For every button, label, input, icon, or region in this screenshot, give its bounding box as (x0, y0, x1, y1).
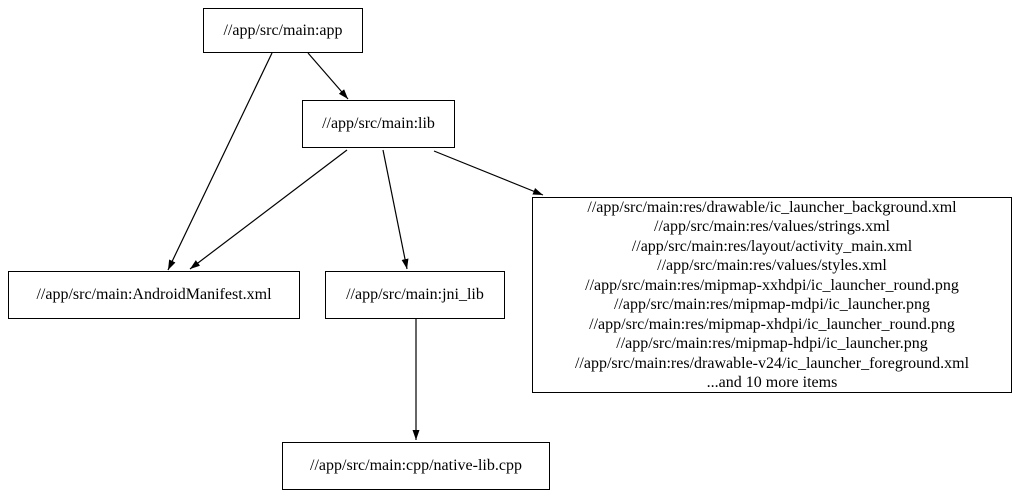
res-line: //app/src/main:res/mipmap-mdpi/ic_launch… (614, 296, 930, 313)
edge-lib-to-jni_lib (382, 149, 409, 270)
node-lib-label: //app/src/main:lib (322, 115, 435, 133)
node-android-manifest-label: //app/src/main:AndroidManifest.xml (36, 286, 272, 304)
edge-lib-to-manifest (189, 149, 348, 270)
edge-lib-to-res (433, 150, 544, 196)
res-line: //app/src/main:res/mipmap-hdpi/ic_launch… (616, 335, 928, 352)
res-line: //app/src/main:res/drawable/ic_launcher_… (587, 198, 957, 216)
res-line: //app/src/main:res/values/strings.xml (654, 218, 890, 235)
node-native-lib-cpp: //app/src/main:cpp/native-lib.cpp (282, 442, 550, 490)
node-jni-lib: //app/src/main:jni_lib (325, 271, 505, 319)
node-native-lib-cpp-label: //app/src/main:cpp/native-lib.cpp (310, 457, 522, 475)
res-line: ...and 10 more items (706, 374, 838, 391)
node-app-label: //app/src/main:app (223, 21, 343, 39)
node-res-group: //app/src/main:res/drawable/ic_launcher_… (532, 197, 1012, 393)
res-line: //app/src/main:res/layout/activity_main.… (631, 237, 913, 255)
res-line: //app/src/main:res/mipmap-xhdpi/ic_launc… (589, 315, 955, 333)
node-res-group-lines: //app/src/main:res/drawable/ic_launcher_… (575, 198, 969, 393)
node-android-manifest: //app/src/main:AndroidManifest.xml (8, 271, 300, 319)
res-line: //app/src/main:res/values/styles.xml (657, 257, 887, 274)
node-jni-lib-label: //app/src/main:jni_lib (346, 286, 484, 304)
node-app: //app/src/main:app (203, 8, 363, 53)
res-line: //app/src/main:res/mipmap-xxhdpi/ic_laun… (585, 276, 959, 294)
edge-app-to-manifest (167, 52, 273, 271)
edge-app-to-lib (307, 52, 349, 100)
res-line: //app/src/main:res/drawable-v24/ic_launc… (574, 354, 970, 372)
node-lib: //app/src/main:lib (302, 100, 455, 148)
